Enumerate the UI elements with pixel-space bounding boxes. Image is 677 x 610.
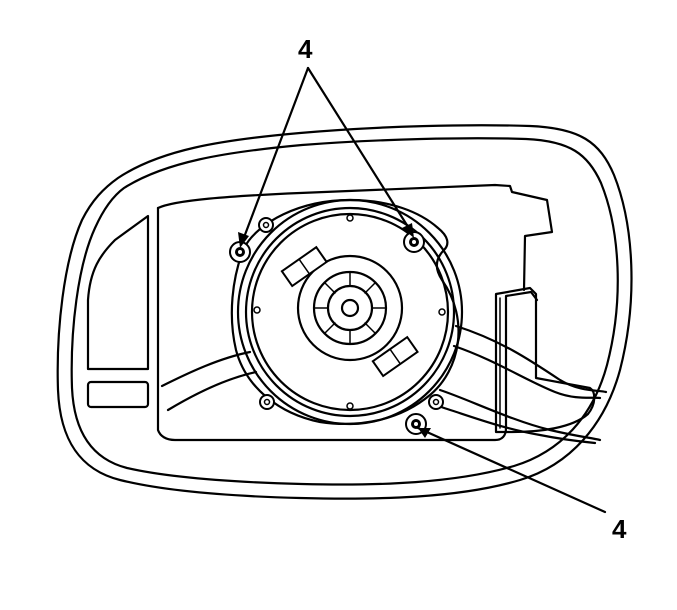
- wire-harness: [160, 324, 608, 445]
- callout-bottom: 4: [612, 514, 627, 544]
- callout-top: 4: [298, 34, 313, 64]
- screw-left: [229, 241, 251, 263]
- motor-assembly: [230, 198, 464, 426]
- left-vent: [86, 214, 150, 409]
- arrowhead-bottom: [418, 428, 431, 438]
- screw-top-right: [403, 231, 425, 253]
- leader-lines: [238, 66, 607, 514]
- backing-plate: [156, 183, 554, 442]
- arrowhead-left: [238, 232, 249, 248]
- right-bracket: [494, 286, 596, 434]
- mirror-housing: [56, 124, 633, 500]
- arrowhead-right: [402, 223, 414, 238]
